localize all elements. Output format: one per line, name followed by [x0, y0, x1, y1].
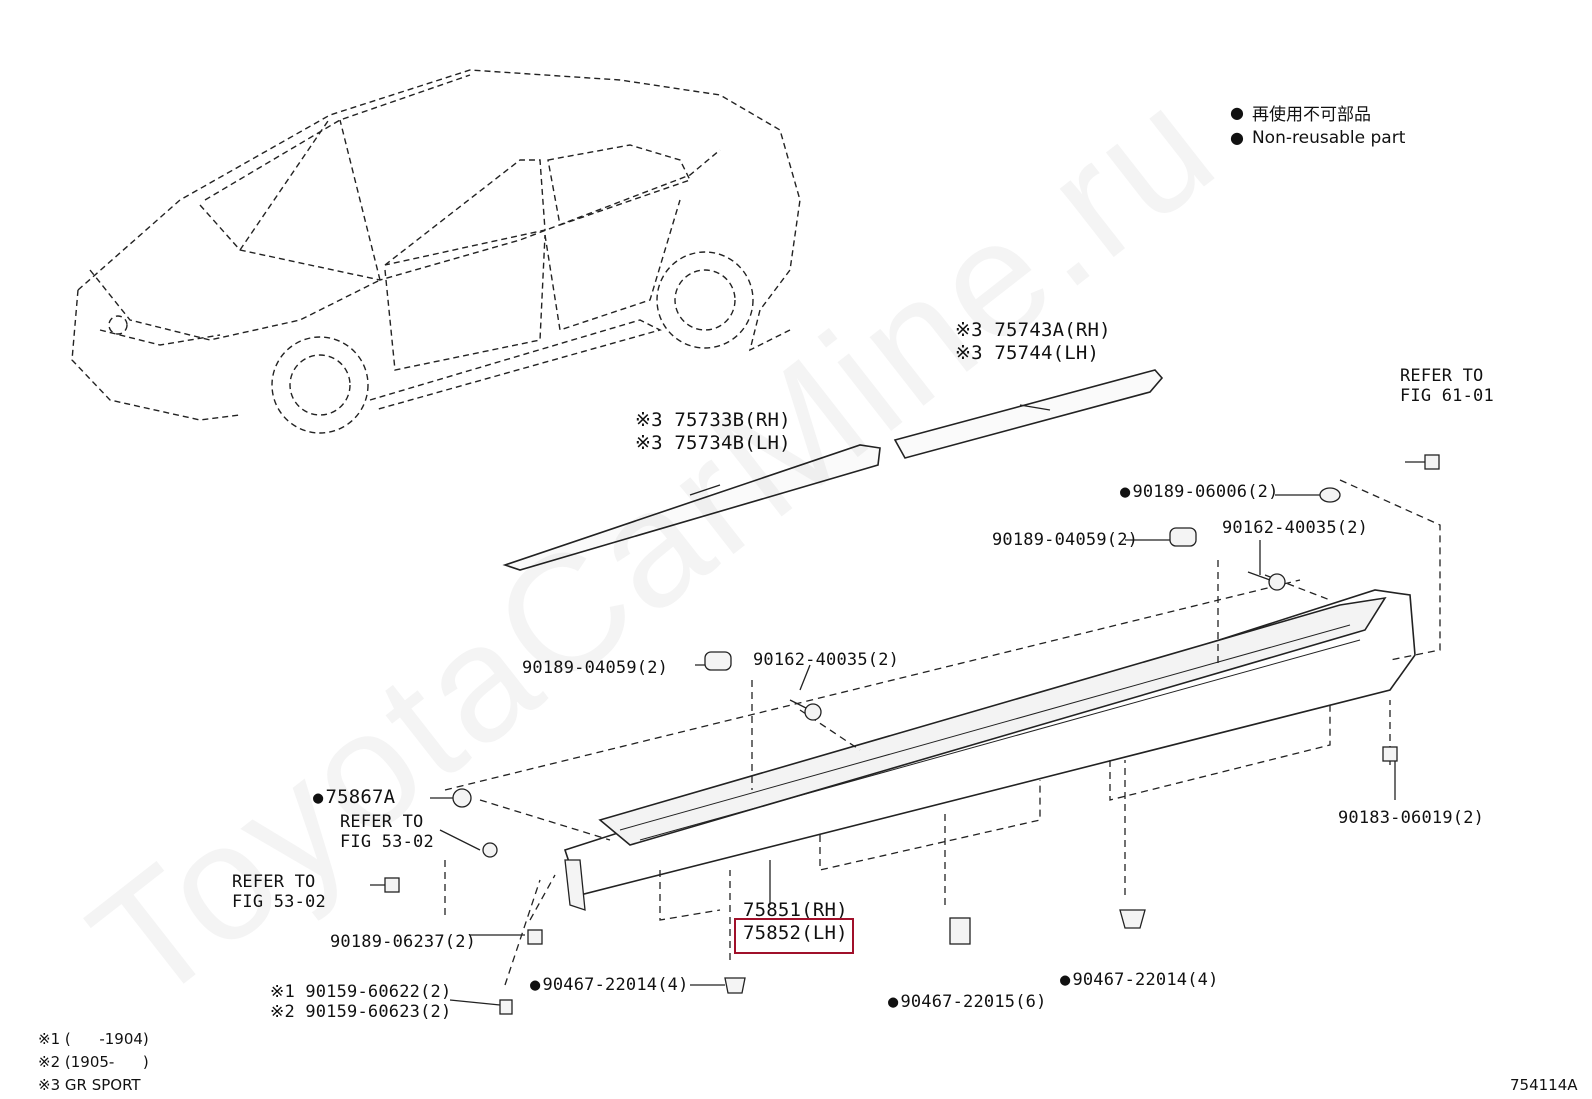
- refer-fig-53-02-a-line2[interactable]: FIG 53-02: [340, 832, 434, 852]
- part-label-90159-60622[interactable]: ※1 90159-60622(2): [270, 982, 452, 1002]
- car-illustration: [71, 69, 801, 434]
- part-label-75734B[interactable]: ※3 75734B(LH): [635, 432, 791, 454]
- part-label-90162-40035-left[interactable]: 90162-40035(2): [753, 650, 900, 670]
- part-label-90162-40035-right[interactable]: 90162-40035(2): [1222, 518, 1369, 538]
- figure-code: 754114A: [1510, 1076, 1578, 1094]
- part-label-90467-22014-left[interactable]: 90467-22014(4): [530, 975, 689, 995]
- part-label-75867A[interactable]: 75867A: [313, 787, 395, 808]
- footnote-2: ※2 (1905- ): [38, 1053, 149, 1071]
- part-label-90159-60623[interactable]: ※2 90159-60623(2): [270, 1002, 452, 1022]
- molding-shapes: [502, 369, 1164, 571]
- refer-fig-53-02-b-line2[interactable]: FIG 53-02: [232, 892, 326, 912]
- legend-row-jp: ● 再使用不可部品: [1230, 100, 1405, 125]
- selected-part-highlight: [734, 918, 854, 954]
- part-label-75851[interactable]: 75851(RH): [743, 899, 848, 921]
- part-label-90189-06006[interactable]: 90189-06006(2): [1120, 482, 1279, 502]
- part-label-75744[interactable]: ※3 75744(LH): [955, 342, 1100, 364]
- part-label-90467-22014-right[interactable]: 90467-22014(4): [1060, 970, 1219, 990]
- part-label-75743A[interactable]: ※3 75743A(RH): [955, 319, 1111, 341]
- dashed-lines: [444, 479, 1441, 986]
- bullet-icon: ●: [1230, 103, 1244, 122]
- part-label-90189-04059-left[interactable]: 90189-04059(2): [522, 658, 669, 678]
- refer-fig-61-01-line1[interactable]: REFER TO: [1400, 366, 1484, 386]
- legend-jp-text: 再使用不可部品: [1251, 105, 1371, 125]
- refer-fig-53-02-a-line1[interactable]: REFER TO: [340, 812, 424, 832]
- rocker-panel-shape: [563, 589, 1416, 896]
- part-label-90189-06237[interactable]: 90189-06237(2): [330, 932, 477, 952]
- part-label-90467-22015[interactable]: 90467-22015(6): [888, 992, 1047, 1012]
- legend-row-en: ● Non-reusable part: [1230, 125, 1405, 150]
- part-label-75852[interactable]: 75852(LH): [743, 922, 848, 944]
- part-label-75733B[interactable]: ※3 75733B(RH): [635, 409, 791, 431]
- fastener-icons: [384, 454, 1440, 1015]
- refer-fig-61-01-line2[interactable]: FIG 61-01: [1400, 386, 1494, 406]
- footnote-1: ※1 ( -1904): [38, 1030, 149, 1048]
- part-label-90183-06019[interactable]: 90183-06019(2): [1338, 808, 1485, 828]
- leader-lines: [370, 404, 1396, 1006]
- bullet-icon: ●: [1230, 128, 1244, 147]
- footnote-3: ※3 GR SPORT: [38, 1076, 141, 1094]
- refer-fig-53-02-b-line1[interactable]: REFER TO: [232, 872, 316, 892]
- part-label-90189-04059-right[interactable]: 90189-04059(2): [992, 530, 1139, 550]
- legend: ● 再使用不可部品 ● Non-reusable part: [1230, 100, 1405, 150]
- legend-en-text: Non-reusable part: [1251, 127, 1406, 148]
